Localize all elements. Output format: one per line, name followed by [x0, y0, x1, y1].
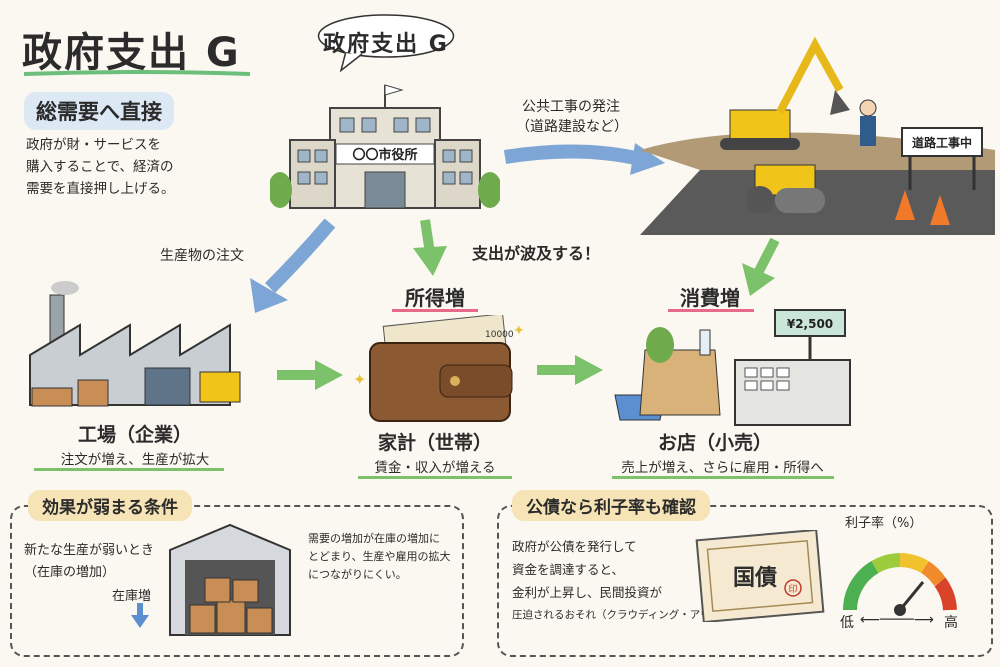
svg-text:✦: ✦: [353, 370, 366, 389]
shop-caption: 売上が増え、さらに雇用・所得へ: [621, 460, 824, 476]
gauge-low-label: 低: [840, 615, 854, 631]
factory-name: 工場（企業）: [77, 424, 192, 446]
factory-caption-underline: [34, 468, 224, 471]
weak-right-line-3: につながりにくい。: [308, 568, 407, 581]
svg-text:✦: ✦: [513, 323, 525, 339]
interest-rate-gauge: [843, 553, 957, 616]
weak-left-line-2: （在庫の増加）: [24, 565, 116, 580]
shop-caption-underline: [612, 476, 834, 479]
down-arrow-icon: [131, 603, 149, 628]
bond-check-heading: 公債なら利子率も確認: [512, 490, 710, 521]
weak-conditions-heading: 効果が弱まる条件: [28, 490, 192, 521]
arrow-household-to-shop: [537, 355, 603, 385]
inventory-label: 在庫増: [112, 589, 152, 604]
page-title: 政府支出 G: [22, 30, 241, 76]
household-name: 家計（世帯）: [377, 432, 492, 454]
bond-label: 国債: [733, 566, 777, 591]
weak-right-line-2: とどまり、生産や雇用の拡大: [308, 550, 451, 563]
bond-line-1: 政府が公債を発行して: [512, 539, 637, 554]
household-heading-underline: [392, 309, 478, 312]
bubble-label: 政府支出 G: [323, 32, 449, 57]
direct-effect-description: 政府が財・サービスを 購入することで、経済の 需要を直接押し上げる。: [26, 134, 256, 200]
speech-bubble: [317, 14, 455, 72]
city-hall-illustration: 〇〇市役所: [270, 84, 500, 209]
weak-right-text: 需要の増加が在庫の増加に とどまり、生産や雇用の拡大 につながりにくい。: [308, 530, 458, 584]
household-caption: 賃金・収入が増える: [374, 460, 496, 476]
shop-heading-underline: [668, 309, 754, 312]
shop-heading: 消費増: [680, 286, 740, 310]
desc-line-2: 購入することで、経済の: [26, 159, 174, 175]
bond-line-2: 資金を調達すると、: [512, 562, 625, 577]
desc-line-3: 需要を直接押し上げる。: [26, 181, 175, 197]
household-caption-underline: [358, 476, 512, 479]
road-sign: 道路工事中: [912, 135, 972, 150]
bond-line-4: 圧迫されるおそれ（クラウディング・アウト）。: [512, 609, 738, 621]
desc-line-1: 政府が財・サービスを: [26, 137, 161, 153]
bond-seal: 印: [788, 583, 797, 595]
arrow-to-construction: [503, 143, 665, 175]
public-works-line1: 公共工事の発注: [522, 99, 620, 115]
public-works-line2: （道路建設など）: [516, 119, 628, 135]
building-sign: 〇〇市役所: [352, 147, 417, 163]
wallet-illustration: 10000 ✦ ✦: [353, 315, 525, 422]
shop-name: お店（小売）: [657, 432, 772, 454]
arrow-construction-to-shop: [742, 238, 780, 296]
bond-line-3: 金利が上昇し、民間投資が: [512, 585, 663, 600]
direct-effect-heading: 総需要へ直接: [24, 92, 174, 130]
gauge-range-arrow: ⟵────⟶: [860, 612, 934, 628]
ripple-label: 支出が波及する！: [472, 244, 601, 263]
arrow-to-factory: [250, 218, 336, 313]
arrow-to-household: [413, 219, 447, 276]
construction-illustration: 道路工事中: [640, 36, 995, 235]
register-display: ¥2,500: [787, 317, 833, 331]
weak-left-text: 新たな生産が弱いとき （在庫の増加）: [24, 540, 154, 584]
household-heading: 所得増: [405, 286, 465, 310]
warehouse-illustration: [169, 523, 291, 636]
bill-value: 10000: [485, 330, 514, 340]
weak-left-line-1: 新たな生産が弱いとき: [24, 543, 155, 558]
factory-caption: 注文が増え、生産が拡大: [60, 452, 210, 468]
bond-check-box: [497, 505, 993, 657]
shop-illustration: ¥2,500: [614, 309, 851, 426]
gauge-high-label: 高: [944, 615, 958, 631]
order-label: 生産物の注文: [160, 248, 244, 264]
gauge-title: 利子率（%）: [845, 516, 923, 531]
bond-check-text: 政府が公債を発行して 資金を調達すると、 金利が上昇し、民間投資が 圧迫されるお…: [512, 535, 742, 627]
bond-certificate-illustration: 国債 印: [695, 530, 825, 622]
weak-right-line-1: 需要の増加が在庫の増加に: [308, 532, 440, 545]
factory-illustration: [29, 281, 241, 407]
title-underline: [23, 70, 251, 76]
weak-conditions-box: [10, 505, 464, 657]
arrow-factory-to-household: [277, 360, 343, 390]
